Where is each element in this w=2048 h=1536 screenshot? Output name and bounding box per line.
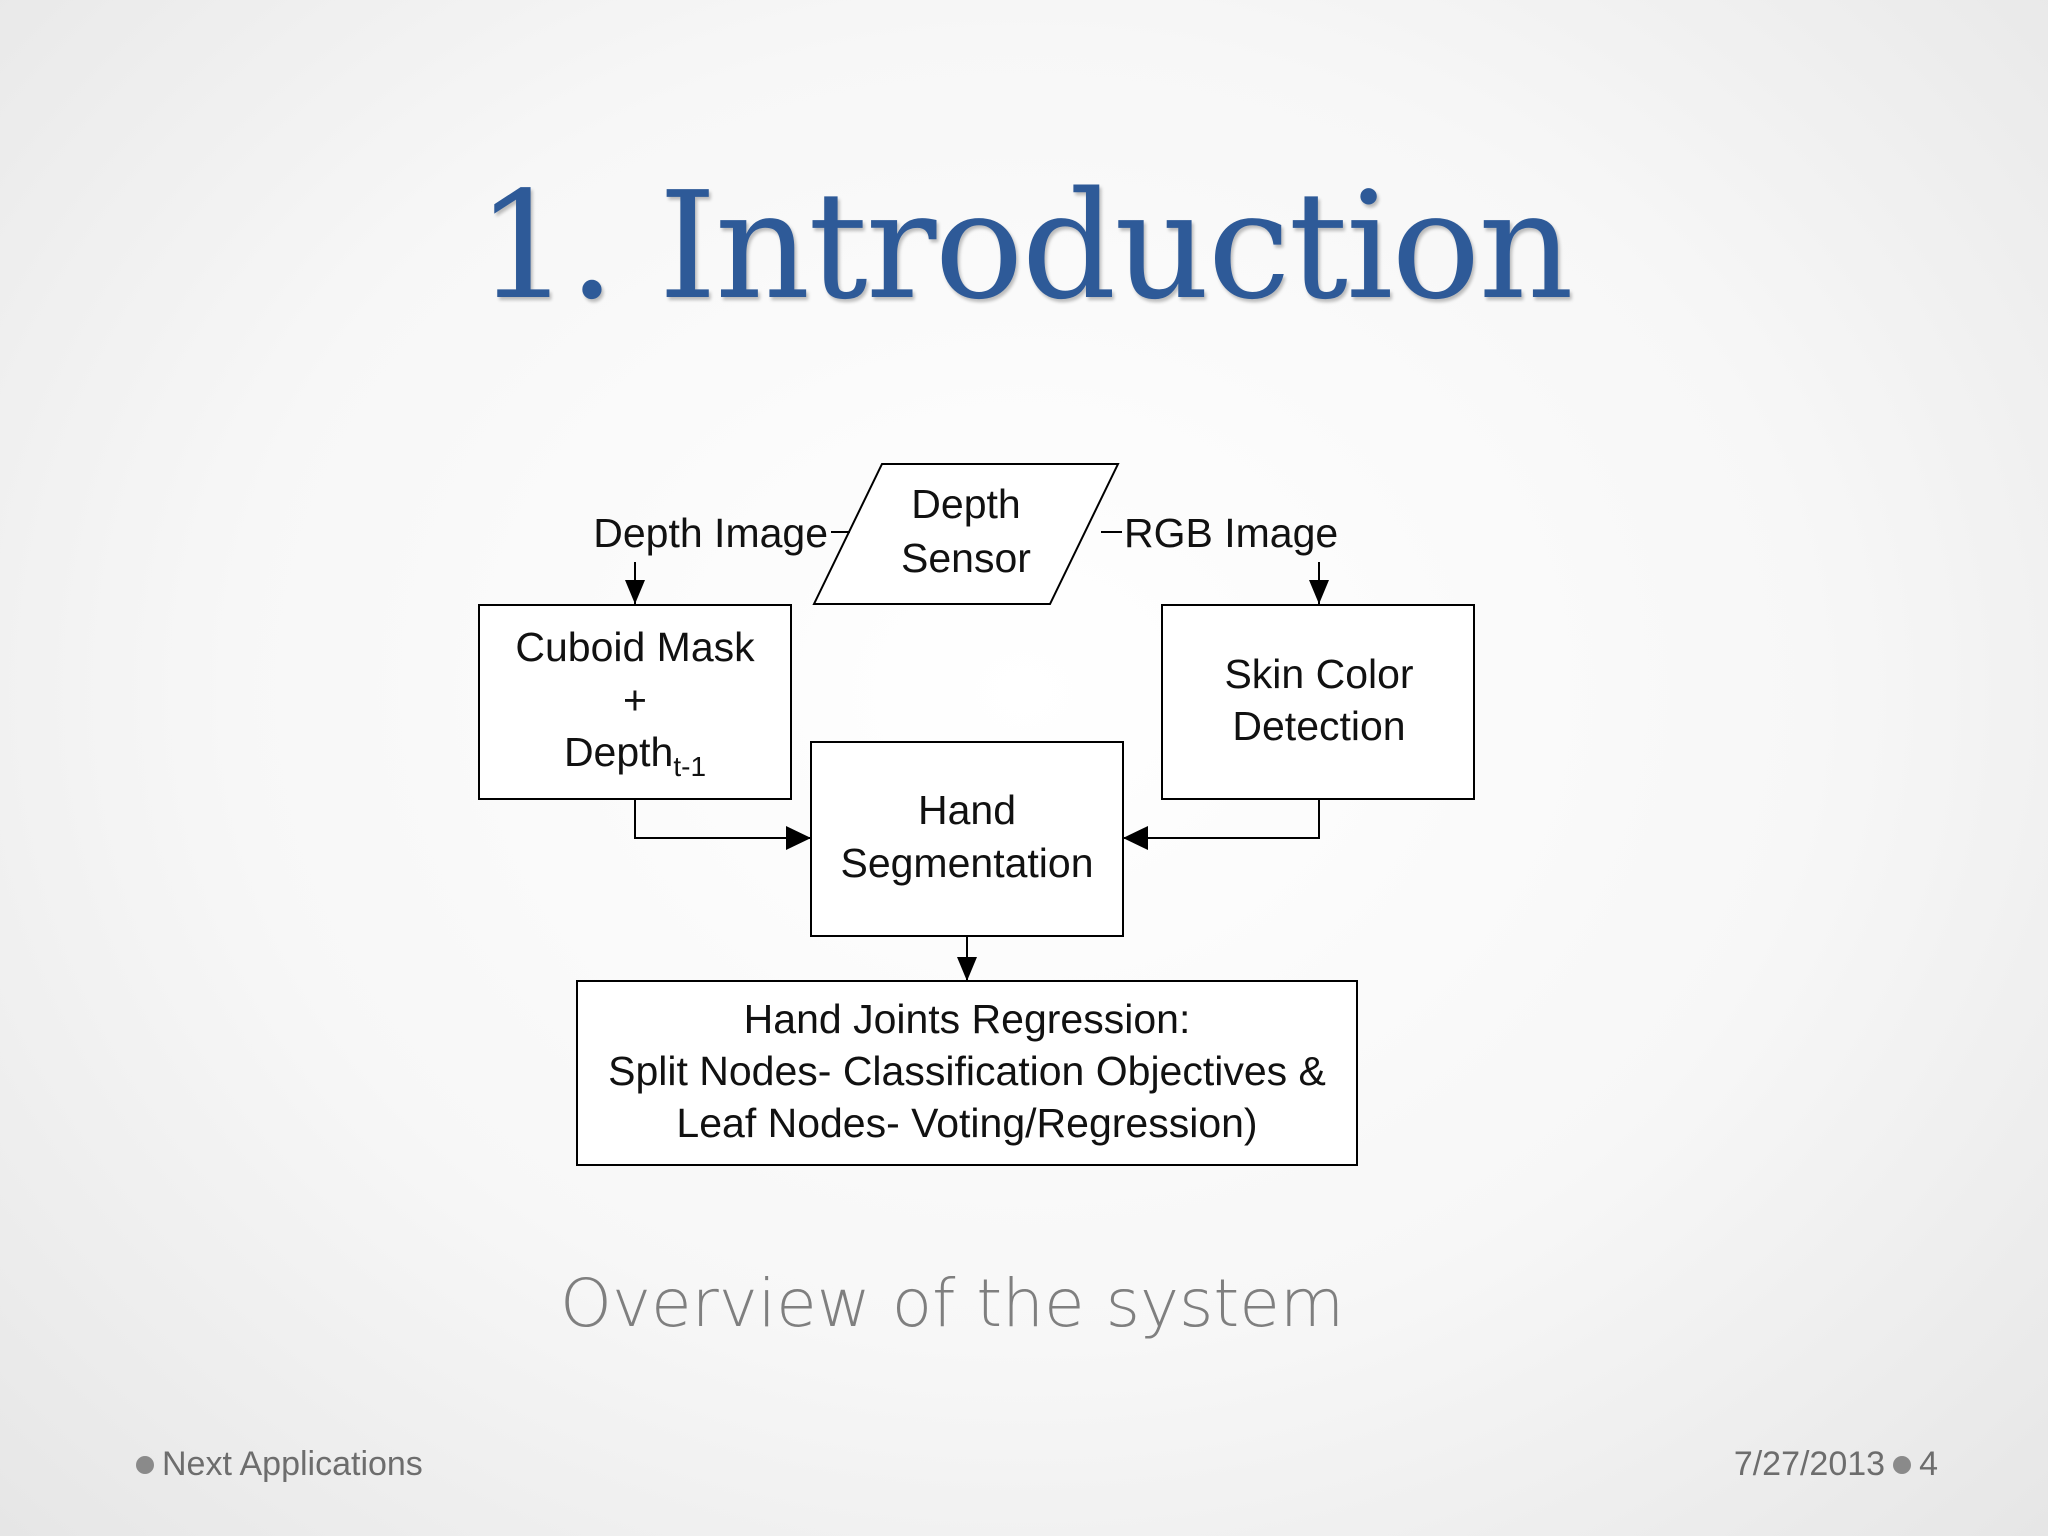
cuboid-label-3: Deptht-1 (564, 729, 706, 782)
regression-label-3: Leaf Nodes- Voting/Regression) (676, 1100, 1257, 1146)
cuboid-label-2: + (623, 677, 647, 723)
bullet-dot-icon (1893, 1455, 1912, 1474)
footer-date: 7/27/2013 (1733, 1445, 1886, 1483)
cuboid-to-seg-arrow (634, 799, 810, 839)
cuboid-mask-box (478, 604, 792, 800)
depth-sensor-label-1: Depth (911, 481, 1020, 527)
footer-left: Next Applications (128, 1445, 423, 1484)
depth-sensor-node (812, 463, 1120, 605)
page-number: 4 (1919, 1445, 1938, 1483)
slide-caption: Overview of the system (560, 1265, 1345, 1342)
hand-segmentation-box (810, 741, 1124, 937)
skin-label-2: Detection (1232, 703, 1405, 749)
footer-right: 7/27/2013 4 (1734, 1445, 1938, 1484)
cuboid-label-1: Cuboid Mask (515, 624, 755, 670)
skin-to-seg-arrow (1124, 799, 1320, 839)
depth-image-label: Depth Image (593, 510, 828, 556)
regression-label-1: Hand Joints Regression: (744, 996, 1191, 1042)
skin-label-1: Skin Color (1224, 651, 1413, 697)
skin-color-box (1161, 604, 1475, 800)
bullet-dot-icon (136, 1455, 154, 1474)
footer-left-text: Next Applications (162, 1445, 423, 1483)
hand-seg-label-1: Hand (918, 787, 1016, 833)
depth-sensor-label-2: Sensor (901, 535, 1031, 581)
slide-title: 1. Introduction (476, 160, 1574, 332)
regression-label-2: Split Nodes- Classification Objectives & (608, 1048, 1326, 1094)
rgb-image-label: RGB Image (1124, 510, 1338, 556)
hand-seg-label-2: Segmentation (840, 840, 1093, 886)
